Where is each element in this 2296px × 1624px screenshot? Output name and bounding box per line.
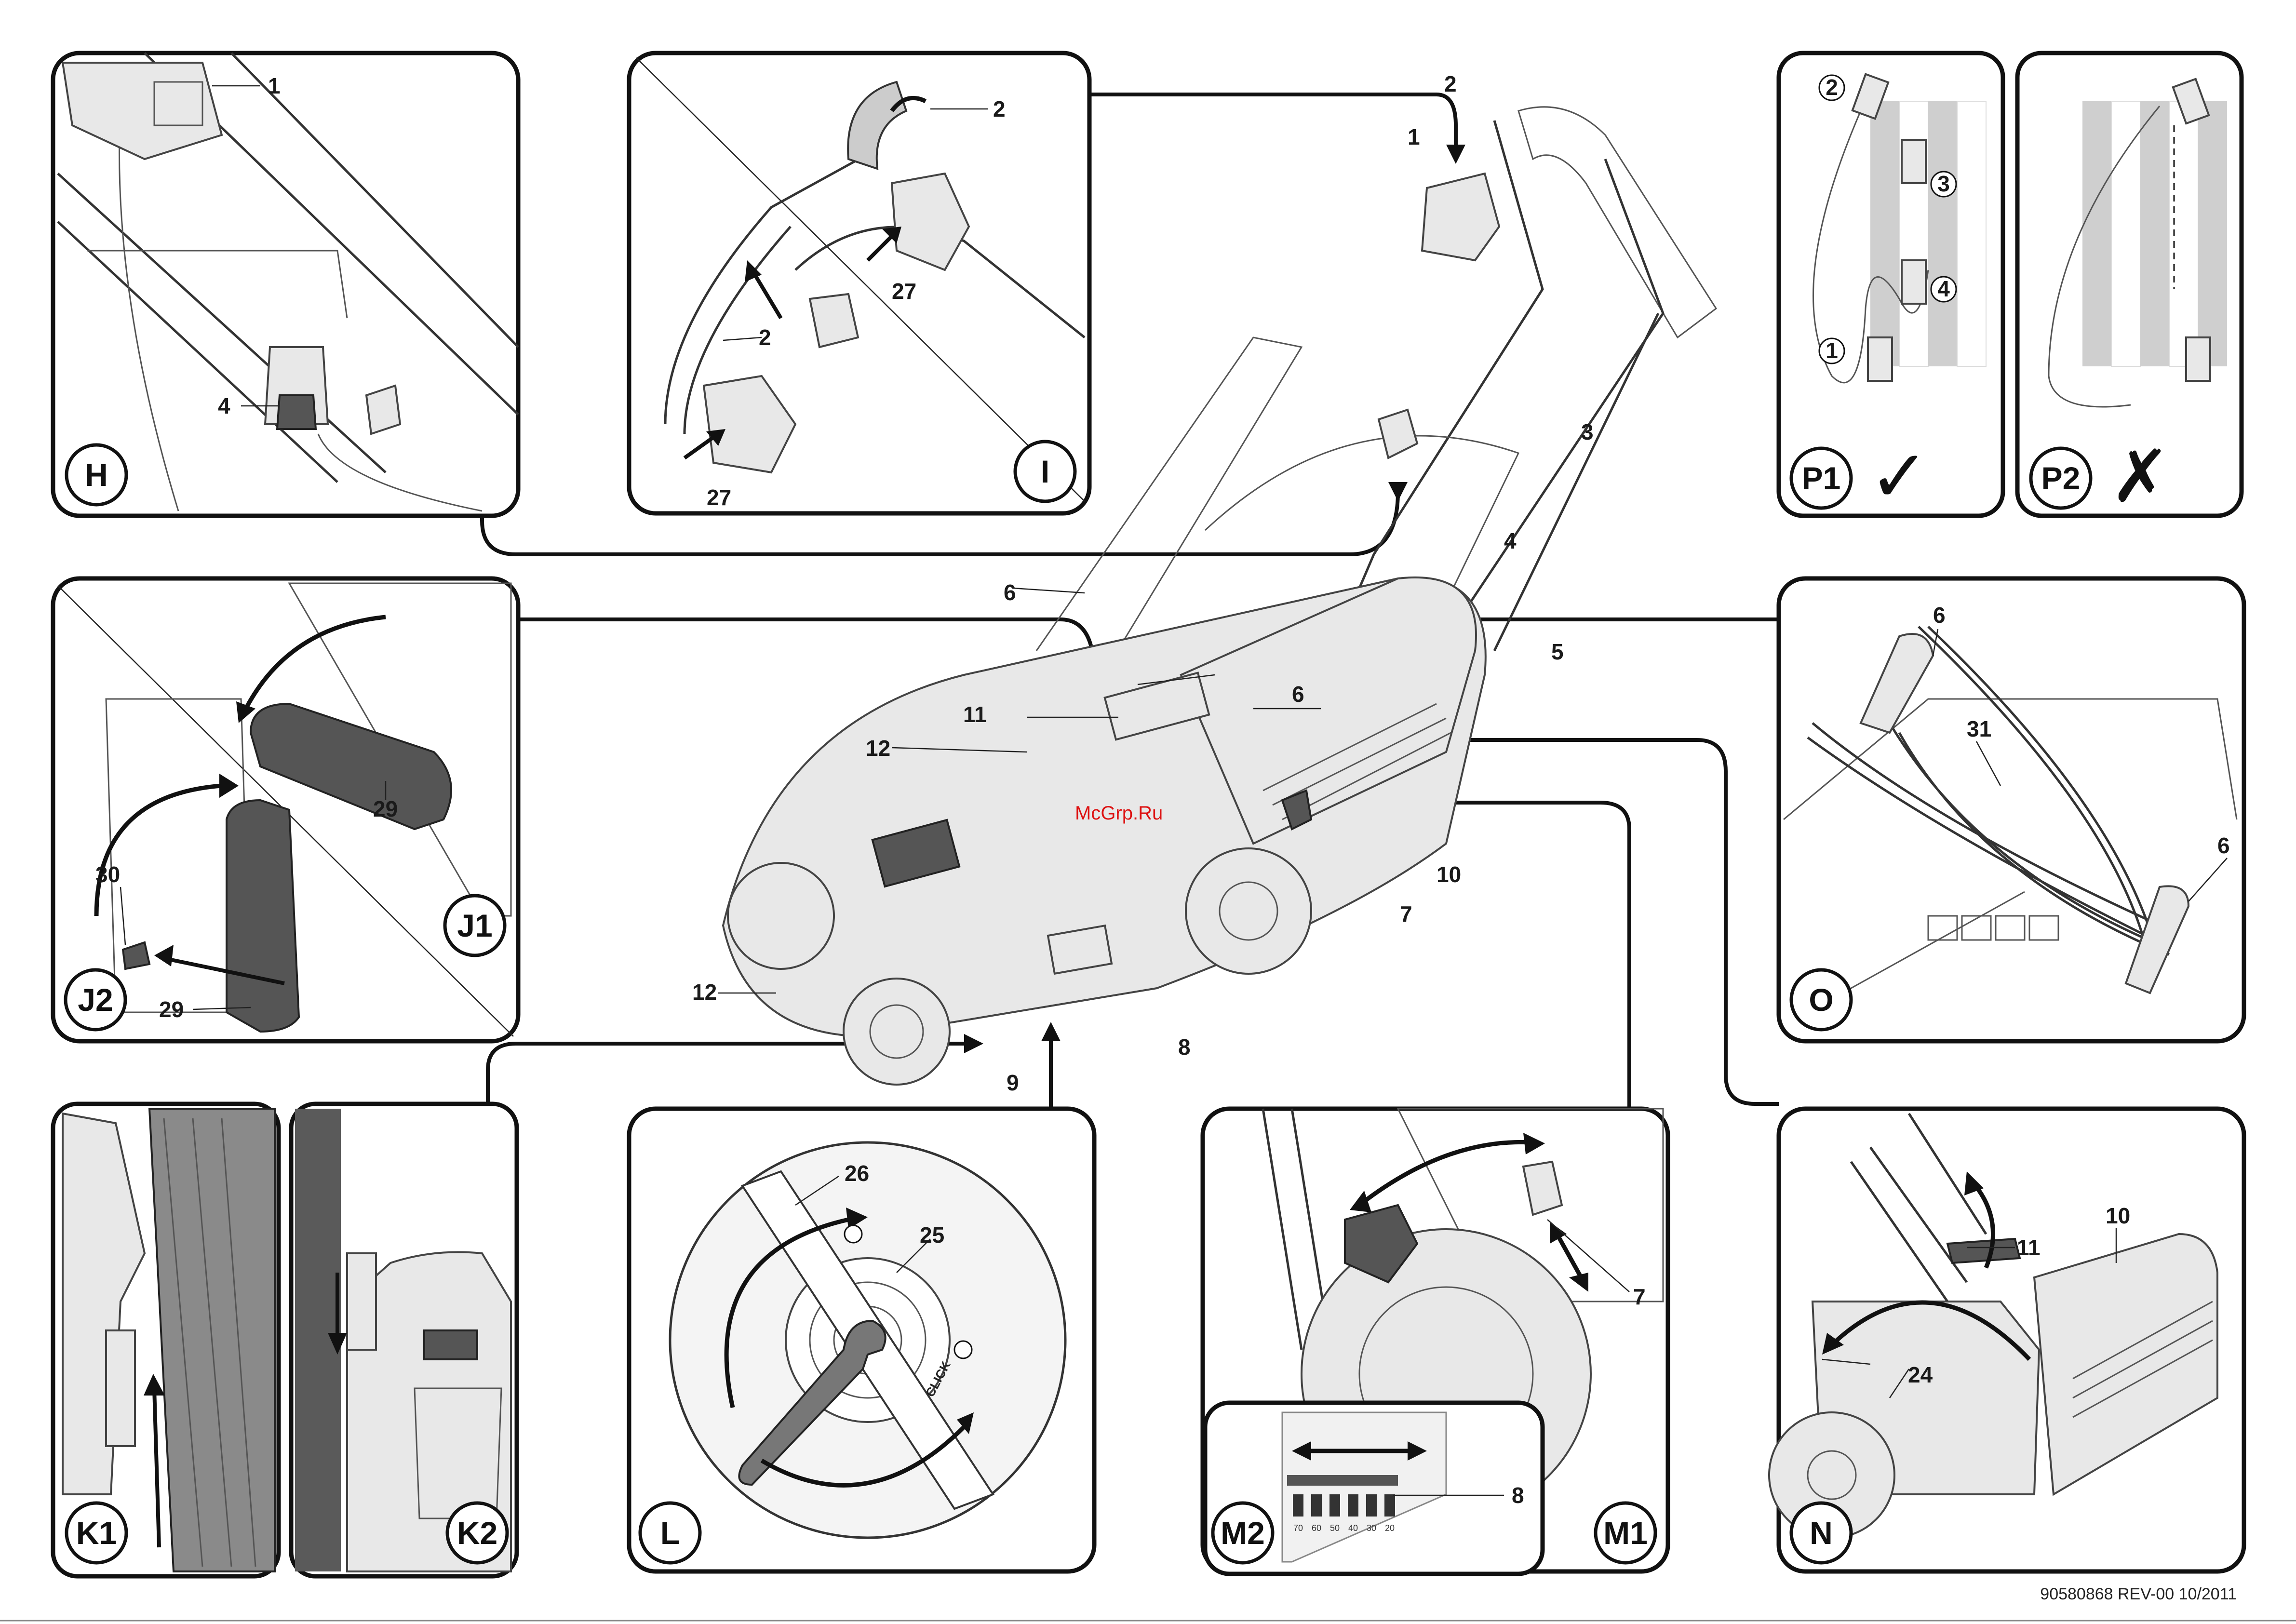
callout-4: 4 — [1504, 528, 1517, 553]
callout-10: 10 — [1437, 862, 1461, 887]
panel-n: 10 11 24 N — [1769, 1109, 2244, 1571]
svg-text:4: 4 — [1937, 276, 1950, 301]
panel-m2: 70 60 50 40 30 20 8 M2 — [1205, 1403, 1543, 1574]
n-callout-11: 11 — [2017, 1235, 2041, 1260]
h-callout-4: 4 — [218, 393, 230, 418]
panel-j1-label: J1 — [457, 908, 492, 943]
panel-p1: 1 2 3 4 P1 ✓ — [1779, 53, 2003, 519]
j-callout-29-bottom: 29 — [159, 997, 184, 1022]
l-callout-26: 26 — [845, 1161, 869, 1186]
panel-i-label: I — [1041, 454, 1049, 489]
panel-m1-label: M1 — [1603, 1515, 1648, 1551]
svg-text:50: 50 — [1330, 1523, 1340, 1533]
i-callout-2-bottom: 2 — [759, 325, 771, 350]
callout-2: 2 — [1444, 71, 1457, 96]
callout-5: 5 — [1551, 639, 1564, 664]
o-callout-6-right: 6 — [2217, 833, 2230, 858]
panel-l: CLICK 26 25 L — [629, 1109, 1094, 1571]
panel-h-label: H — [85, 457, 108, 493]
m2-callout-8: 8 — [1512, 1483, 1524, 1508]
panel-i: 2 27 2 27 I — [629, 53, 1089, 513]
panel-k2: K2 — [291, 1104, 517, 1576]
svg-text:2: 2 — [1826, 75, 1838, 100]
panel-o: 6 31 6 O — [1779, 578, 2244, 1041]
cross-mark: ✗ — [2110, 435, 2171, 519]
callout-6-bracket: 6 — [1292, 682, 1304, 707]
callout-11: 11 — [963, 702, 987, 727]
svg-text:3: 3 — [1937, 171, 1950, 196]
check-mark: ✓ — [1869, 435, 1930, 519]
watermark: McGrp.Ru — [1075, 803, 1163, 824]
svg-text:20: 20 — [1385, 1523, 1395, 1533]
callout-8: 8 — [1178, 1034, 1191, 1060]
panel-k1: K1 — [53, 1104, 279, 1576]
svg-text:70: 70 — [1293, 1523, 1303, 1533]
svg-text:60: 60 — [1312, 1523, 1321, 1533]
i-callout-27-bottom: 27 — [707, 485, 731, 510]
o-callout-6-top: 6 — [1933, 603, 1946, 628]
n-callout-24: 24 — [1908, 1362, 1933, 1387]
panel-m2-label: M2 — [1221, 1515, 1265, 1551]
panel-p1-label: P1 — [1802, 460, 1841, 496]
lawn-stripes-p1 — [1870, 101, 1986, 366]
panel-j: 29 30 29 J2 J1 — [53, 578, 518, 1041]
svg-text:1: 1 — [1826, 338, 1838, 363]
callout-6-handle: 6 — [1004, 580, 1016, 605]
l-callout-25: 25 — [920, 1222, 944, 1248]
callout-9: 9 — [1007, 1070, 1019, 1095]
callout-1: 1 — [1408, 124, 1420, 149]
callout-12-bottom: 12 — [692, 980, 717, 1005]
panel-l-label: L — [660, 1515, 680, 1551]
j-callout-29-top: 29 — [373, 796, 398, 821]
n-callout-10: 10 — [2106, 1203, 2130, 1228]
lawn-stripes-p2 — [2082, 101, 2227, 366]
callout-12-top: 12 — [866, 736, 890, 761]
i-callout-2-top: 2 — [993, 96, 1006, 121]
i-callout-27-top: 27 — [892, 279, 916, 304]
document-code: 90580868 REV-00 10/2011 — [2040, 1585, 2237, 1603]
h-callout-1: 1 — [268, 73, 281, 98]
svg-text:40: 40 — [1348, 1523, 1358, 1533]
m-callout-7: 7 — [1633, 1284, 1646, 1309]
svg-text:30: 30 — [1367, 1523, 1376, 1533]
j-callout-30: 30 — [95, 862, 120, 887]
o-callout-31: 31 — [1967, 716, 1991, 741]
panel-o-label: O — [1809, 982, 1833, 1018]
panel-k1-label: K1 — [76, 1515, 117, 1551]
callout-7: 7 — [1400, 901, 1412, 926]
panel-p2: P2 ✗ — [2017, 53, 2242, 519]
panel-h: 1 4 H — [53, 53, 518, 516]
panel-n-label: N — [1810, 1515, 1833, 1551]
panel-j2-label: J2 — [78, 982, 113, 1018]
callout-3: 3 — [1581, 419, 1594, 444]
panel-k2-label: K2 — [457, 1515, 497, 1551]
panel-p2-label: P2 — [2041, 460, 2081, 496]
